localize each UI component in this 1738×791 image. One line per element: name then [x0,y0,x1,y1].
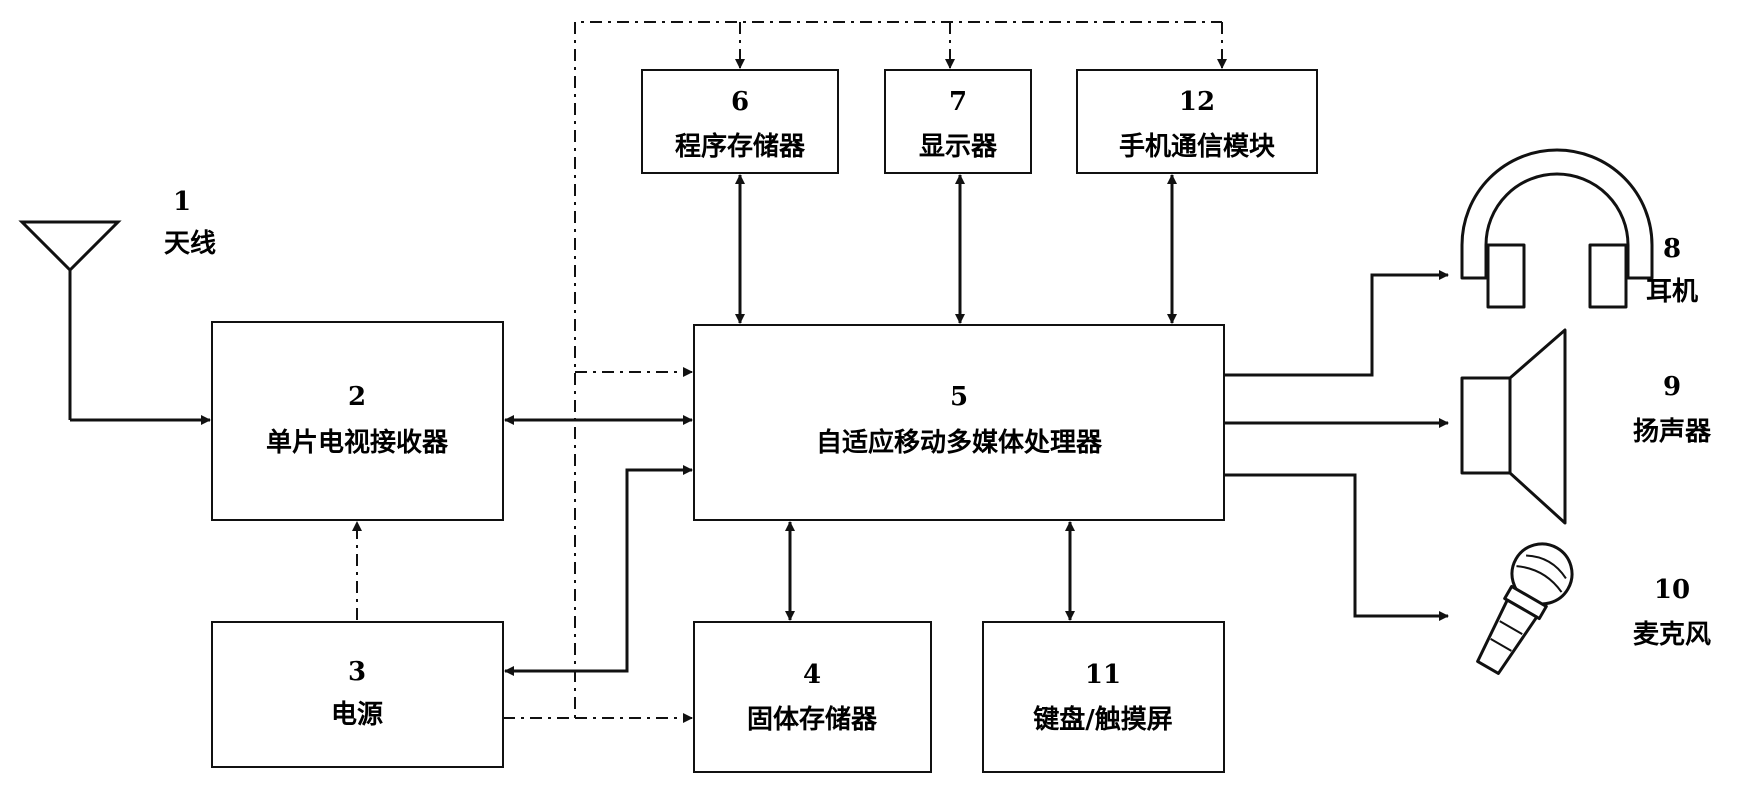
speaker-label: 扬声器 [1633,417,1712,447]
solid-memory-label: 固体存储器 [747,704,878,735]
headphone-icon [1460,148,1654,309]
processor-block: 5 自适应移动多媒体处理器 [693,324,1225,521]
keyboard-block: 11 键盘/触摸屏 [982,621,1225,773]
processor-microphone-arrow [1224,473,1449,621]
antenna-icon [18,220,122,420]
keyboard-number: 11 [1085,660,1121,690]
display-number: 7 [949,87,967,117]
power-processor-arrow [504,465,693,676]
microphone-label: 麦克风 [1633,620,1711,650]
headphone-label: 耳机 [1646,277,1698,307]
program-memory-block: 6 程序存储器 [641,69,839,174]
headphone-number: 8 [1663,234,1681,264]
power-block: 3 电源 [211,621,504,768]
program-memory-label: 程序存储器 [675,131,806,162]
tv-receiver-block: 2 单片电视接收器 [211,321,504,521]
phone-comm-number: 12 [1179,87,1215,117]
microphone-icon [1476,542,1574,675]
tv-receiver-label: 单片电视接收器 [266,428,449,458]
program-memory-number: 6 [731,87,749,117]
processor-headphone-arrow [1224,270,1449,377]
power-number: 3 [348,657,366,687]
power-label: 电源 [331,700,383,730]
tv-receiver-number: 2 [348,382,366,412]
speaker-icon [1460,328,1567,525]
power-distribution-lines [352,21,1227,723]
keyboard-label: 键盘/触摸屏 [1033,704,1173,735]
antenna-label: 天线 [164,229,216,259]
processor-number: 5 [950,382,968,412]
solid-memory-block: 4 固体存储器 [693,621,932,773]
speaker-number: 9 [1663,372,1681,402]
antenna-number: 1 [173,187,191,217]
phone-comm-label: 手机通信模块 [1119,132,1275,162]
display-label: 显示器 [919,132,998,162]
solid-memory-number: 4 [803,660,821,690]
processor-label: 自适应移动多媒体处理器 [816,427,1103,458]
display-block: 7 显示器 [884,69,1032,174]
phone-comm-block: 12 手机通信模块 [1076,69,1318,174]
microphone-number: 10 [1654,575,1690,605]
